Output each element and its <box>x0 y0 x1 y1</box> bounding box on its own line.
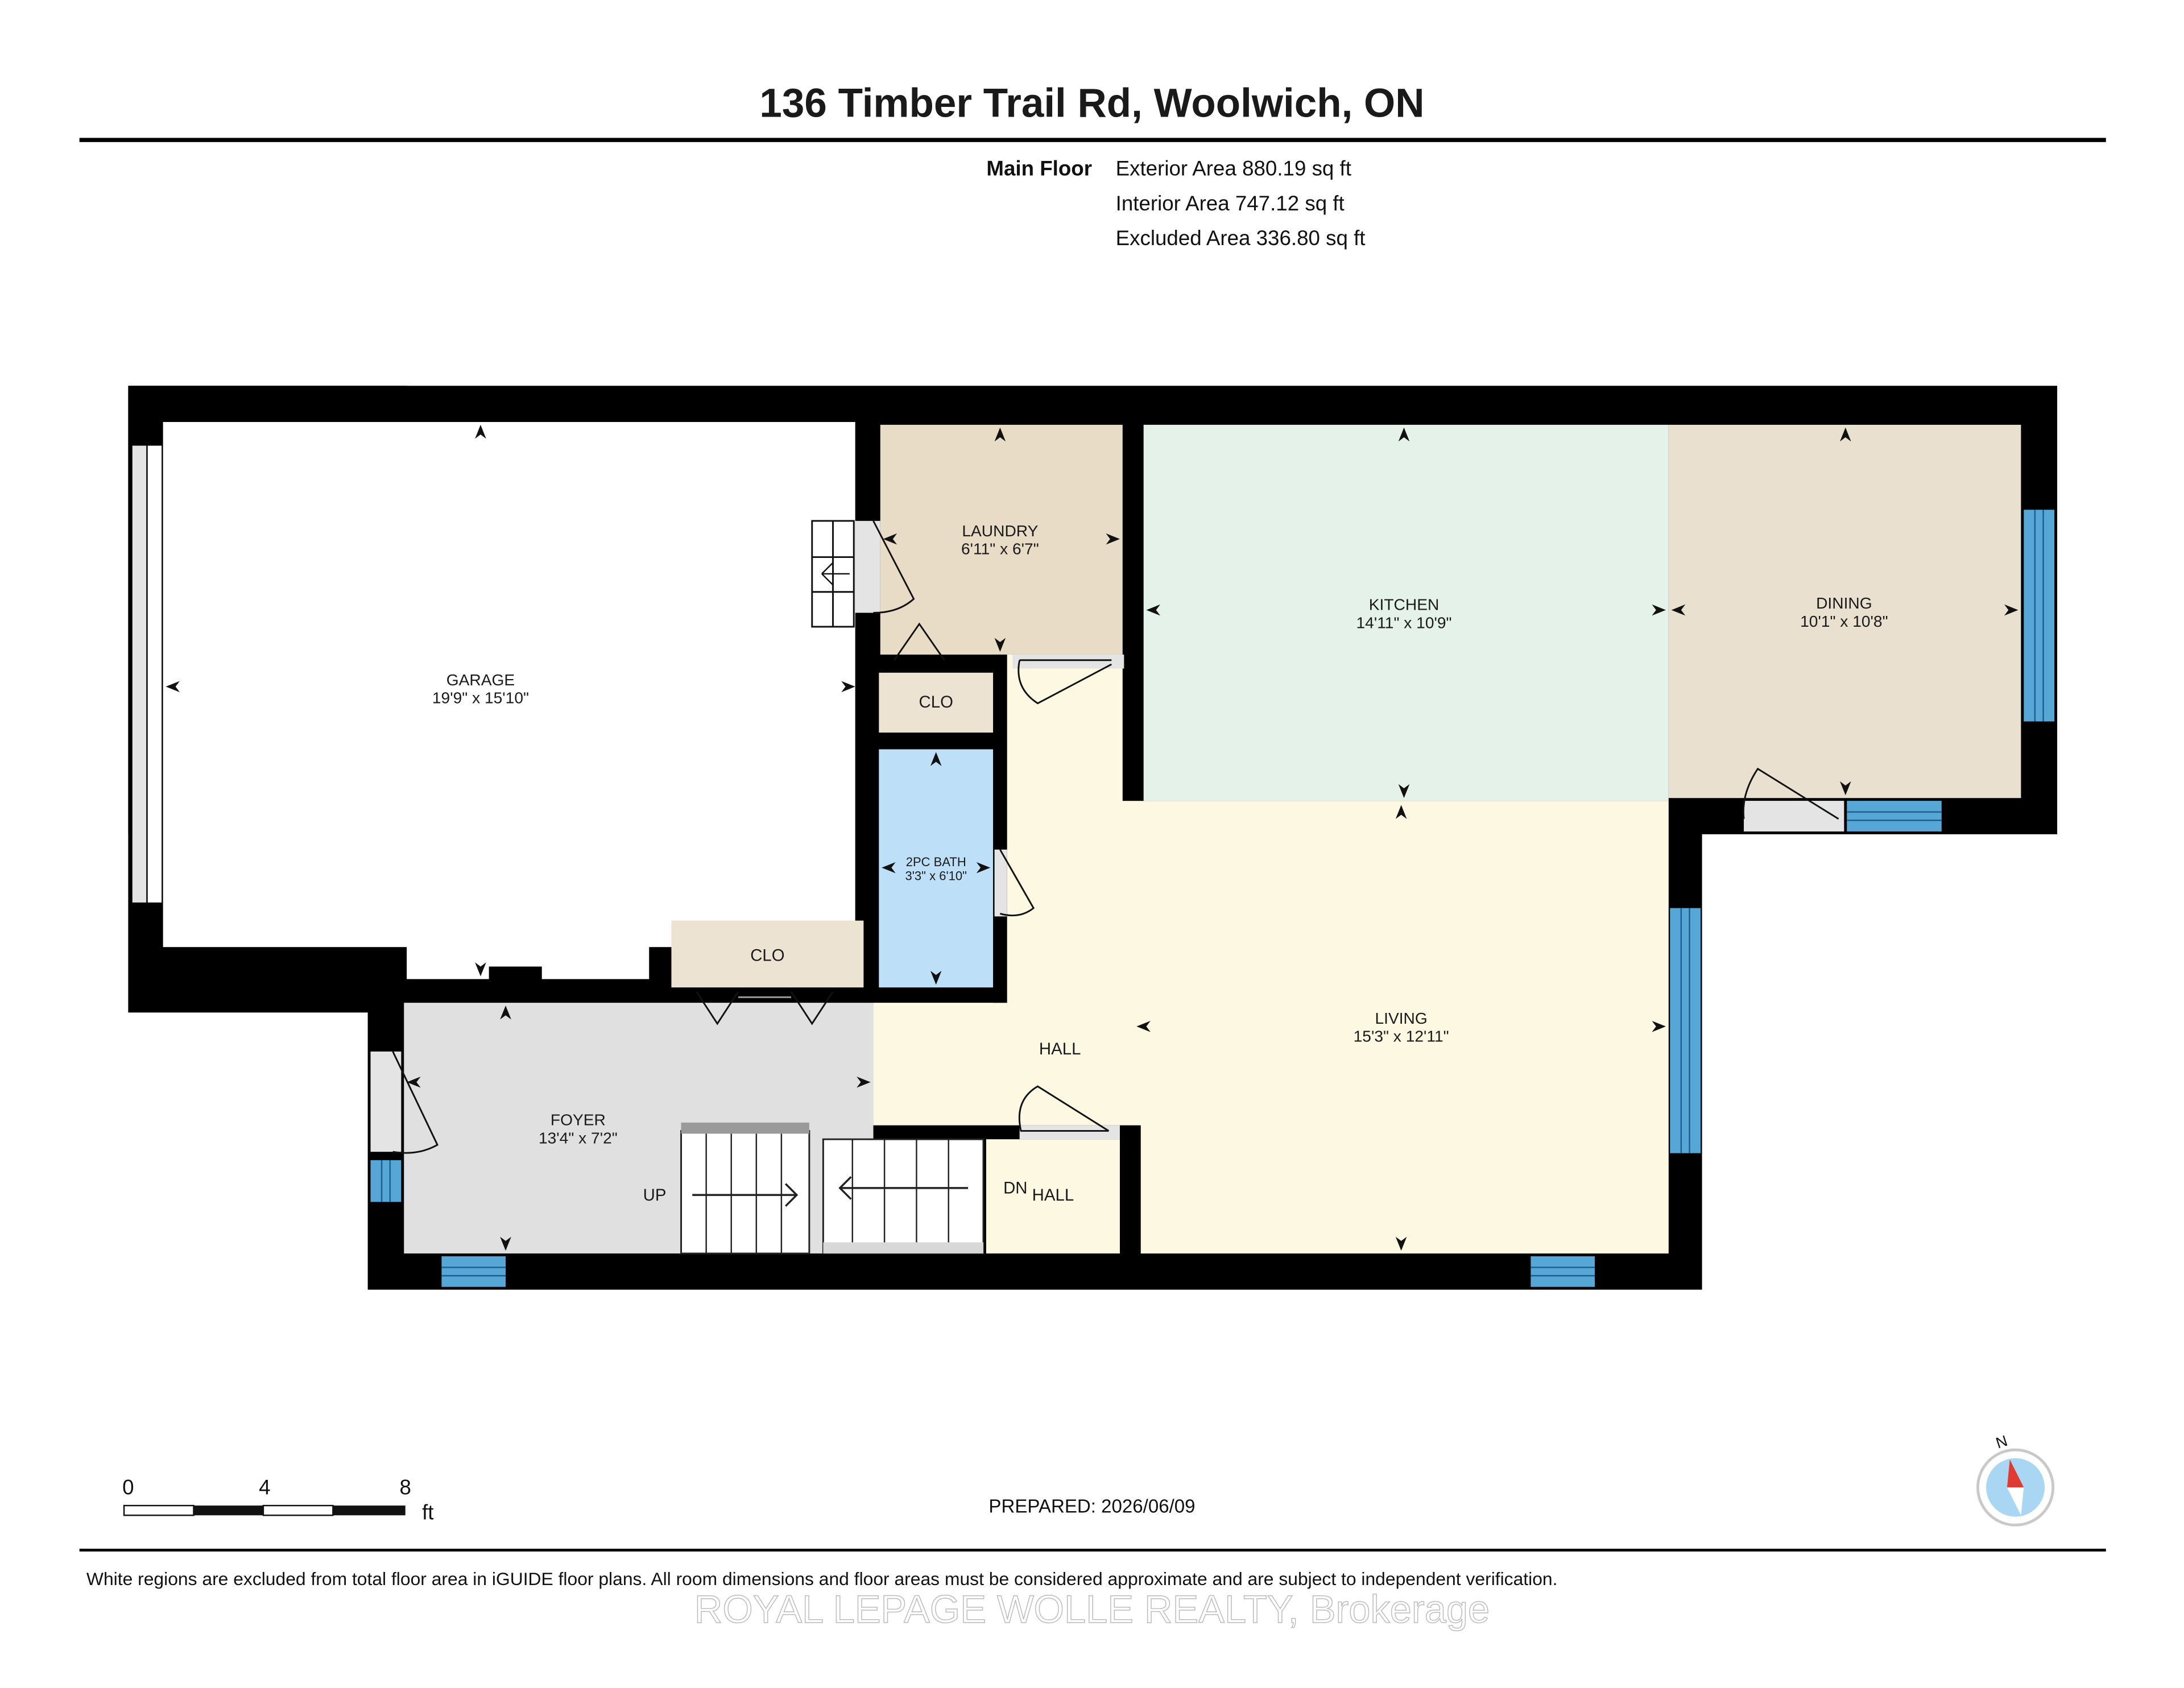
laundry-floor <box>880 424 1123 655</box>
exterior-area: Exterior Area 880.19 sq ft <box>1116 157 1351 180</box>
garage-floor <box>163 422 855 948</box>
clo-upper-label: CLO <box>919 693 953 711</box>
compass-label: N <box>1993 1432 2009 1452</box>
interior-area: Interior Area 747.12 sq ft <box>1116 192 1345 215</box>
stairs-up <box>680 1122 810 1255</box>
garage-step <box>489 966 542 980</box>
window-foyer-west <box>370 1160 402 1202</box>
laundry-dims: 6'11" x 6'7" <box>961 540 1039 558</box>
window-dining-south <box>1847 801 1942 831</box>
kitchen-dims: 14'11" x 10'9" <box>1356 614 1452 631</box>
foyer-label: FOYER <box>551 1111 606 1129</box>
garage-floor-south <box>407 902 650 979</box>
window-living-south <box>1531 1256 1595 1287</box>
clo-lower-label: CLO <box>750 946 784 965</box>
stairs-down <box>822 1138 985 1255</box>
bath-label: 2PC BATH <box>906 855 966 869</box>
scale-unit: ft <box>422 1501 433 1524</box>
lower-hall-floor <box>986 1139 1120 1253</box>
garage-door-strip <box>132 445 147 903</box>
windows <box>370 510 2055 1287</box>
hall-label: HALL <box>1039 1040 1081 1058</box>
scale-tick-0: 0 <box>122 1476 134 1499</box>
clo-upper-floor <box>879 672 994 733</box>
scale-tick-4: 4 <box>259 1476 270 1499</box>
compass-icon: N <box>1976 1432 2055 1526</box>
dining-floor <box>1668 424 2021 799</box>
header-rule <box>79 138 2106 142</box>
garage-dims: 19'9" x 15'10" <box>432 689 529 707</box>
kitchen-floor <box>1143 424 1669 801</box>
bath-floor <box>879 749 994 988</box>
dimension-markers <box>166 424 2018 1251</box>
kitchen-label: KITCHEN <box>1369 596 1440 614</box>
scale-tick-8: 8 <box>400 1476 411 1499</box>
scale-bar: 0 4 8 ft <box>122 1476 433 1524</box>
dining-dims: 10'1" x 10'8" <box>1800 613 1888 630</box>
clo-lower-floor <box>671 920 864 988</box>
disclaimer: White regions are excluded from total fl… <box>86 1569 1558 1589</box>
doors <box>370 520 1844 1154</box>
wall-kitchen-west <box>1122 424 1144 801</box>
dining-label: DINING <box>1816 594 1872 612</box>
foyer-dims: 13'4" x 7'2" <box>539 1130 618 1147</box>
watermark: ROYAL LEPAGE WOLLE REALTY, Brokerage <box>694 1587 1490 1631</box>
garage-label: GARAGE <box>446 671 515 689</box>
window-dining-east <box>2024 510 2055 722</box>
window-foyer-south <box>441 1256 506 1287</box>
floor-label: Main Floor <box>986 157 1092 180</box>
bath-dims: 3'3" x 6'10" <box>905 869 966 883</box>
floor-plan: GARAGE 19'9" x 15'10" LAUNDRY 6'11" x 6'… <box>128 386 2058 1290</box>
wall-hall-west <box>993 654 1007 1003</box>
page-title: 136 Timber Trail Rd, Woolwich, ON <box>759 81 1424 126</box>
living-label: LIVING <box>1375 1010 1427 1027</box>
laundry-label: LAUNDRY <box>962 522 1038 540</box>
dn-label: DN <box>1003 1179 1027 1198</box>
window-living-east <box>1670 908 1701 1153</box>
garage-door-strip-inner <box>147 445 162 903</box>
excluded-area: Excluded Area 336.80 sq ft <box>1116 226 1366 250</box>
prepared-date: PREPARED: 2026/06/09 <box>988 1496 1195 1517</box>
up-label: UP <box>643 1186 667 1205</box>
footer-rule <box>79 1549 2106 1552</box>
living-hall-floor <box>873 654 1669 1253</box>
living-dims: 15'3" x 12'11" <box>1354 1028 1449 1045</box>
lower-hall-label: HALL <box>1032 1186 1074 1205</box>
